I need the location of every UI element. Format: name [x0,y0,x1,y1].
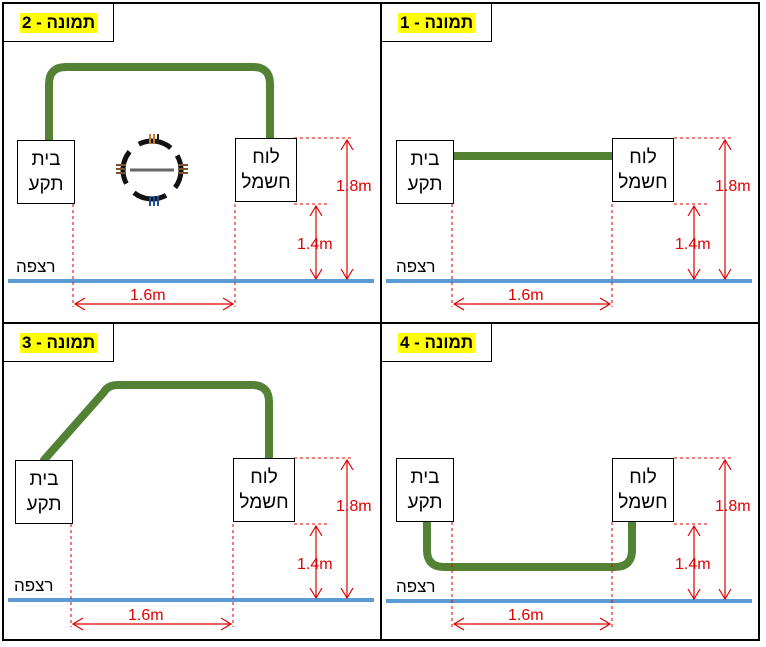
figure-3-drawing [8,381,374,631]
dim-label-width: 1.6m [130,287,166,304]
socket-label-2: תקע [28,174,64,195]
panel-box: לוח חשמל [612,138,674,202]
dim-arrow-1-4 [309,524,323,600]
dim-arrow-1-6 [73,297,235,311]
panel-box: לוח חשמל [612,458,674,522]
figure-title: תמונה - 4 [397,332,476,353]
socket-label-2: תקע [407,492,443,513]
dim-label-width: 1.6m [508,287,544,304]
floor-label: רצפה [396,577,436,596]
dim-arrow-1-8 [718,138,732,281]
dim-arrow-1-8 [340,458,354,600]
dim-label-height-total: 1.8m [715,498,751,515]
circular-logo-icon [116,134,188,206]
figure-2-drawing [8,63,374,311]
panel-label-2: חשמל [241,172,291,193]
cable [45,63,274,144]
dim-label-height-box: 1.4m [675,556,711,573]
dim-arrow-1-6 [452,297,612,311]
figure-4-drawing [386,457,752,631]
dim-label-height-box: 1.4m [675,236,711,253]
dim-arrow-1-8 [340,138,354,281]
cable [423,518,636,571]
panel-label-2: חשמל [239,492,289,513]
figure-tag: תמונה - 4 [382,324,492,362]
panel-figure-1: תמונה - 1 בית תקע לוח חשמל רצפה 1.8m 1.4… [380,4,758,322]
figure-tag: תמונה - 3 [4,324,114,362]
socket-box: בית תקע [396,458,454,522]
dim-arrow-1-4 [687,524,701,601]
socket-label-2: תקע [26,494,62,515]
figure-tag: תמונה - 2 [4,4,114,42]
panel-label-1: לוח [629,467,657,488]
dim-arrow-1-8 [718,458,732,601]
panel-label-2: חשמל [618,492,668,513]
panel-label-1: לוח [252,147,280,168]
panel-figure-2: תמונה - 2 בית תקע לוח חשמל רצפה 1.8m 1.4… [4,4,382,322]
panel-label-1: לוח [250,467,278,488]
panel-box: לוח חשמל [235,138,297,202]
socket-box: בית תקע [396,140,454,204]
socket-box: בית תקע [17,140,75,204]
dim-label-height-box: 1.4m [297,556,333,573]
figure-tag: תמונה - 1 [382,4,492,42]
figure-grid: תמונה - 2 בית תקע לוח חשמל רצפה 1.8m 1.4… [2,2,760,641]
dim-label-height-total: 1.8m [336,498,372,515]
panel-label-1: לוח [629,147,657,168]
figure-1-drawing [386,137,752,311]
cable [40,381,273,464]
panel-figure-4: תמונה - 4 בית תקע לוח חשמל רצפה 1.8m 1.4… [380,322,758,640]
dim-arrow-1-4 [309,204,323,281]
socket-label-2: תקע [407,174,443,195]
dim-label-height-total: 1.8m [336,178,372,195]
dim-label-width: 1.6m [128,607,164,624]
socket-label-1: בית [410,149,440,170]
panel-figure-3: תמונה - 3 בית תקע לוח חשמל רצפה 1.8m 1.4… [4,322,382,640]
floor-label: רצפה [16,257,56,276]
socket-box: בית תקע [15,460,73,524]
socket-label-1: בית [410,467,440,488]
dim-label-height-total: 1.8m [715,178,751,195]
socket-label-1: בית [31,149,61,170]
dim-arrow-1-6 [71,617,233,631]
figure-title: תמונה - 3 [19,332,98,353]
dim-arrow-1-4 [687,204,701,281]
panel-label-2: חשמל [618,172,668,193]
floor-label: רצפה [396,257,436,276]
figure-title: תמונה - 2 [19,12,98,33]
dim-arrow-1-6 [452,617,612,631]
figure-title: תמונה - 1 [397,12,476,33]
dim-label-height-box: 1.4m [297,236,333,253]
socket-label-1: בית [29,469,59,490]
dim-label-width: 1.6m [508,607,544,624]
panel-box: לוח חשמל [233,458,295,522]
floor-label: רצפה [14,576,54,595]
